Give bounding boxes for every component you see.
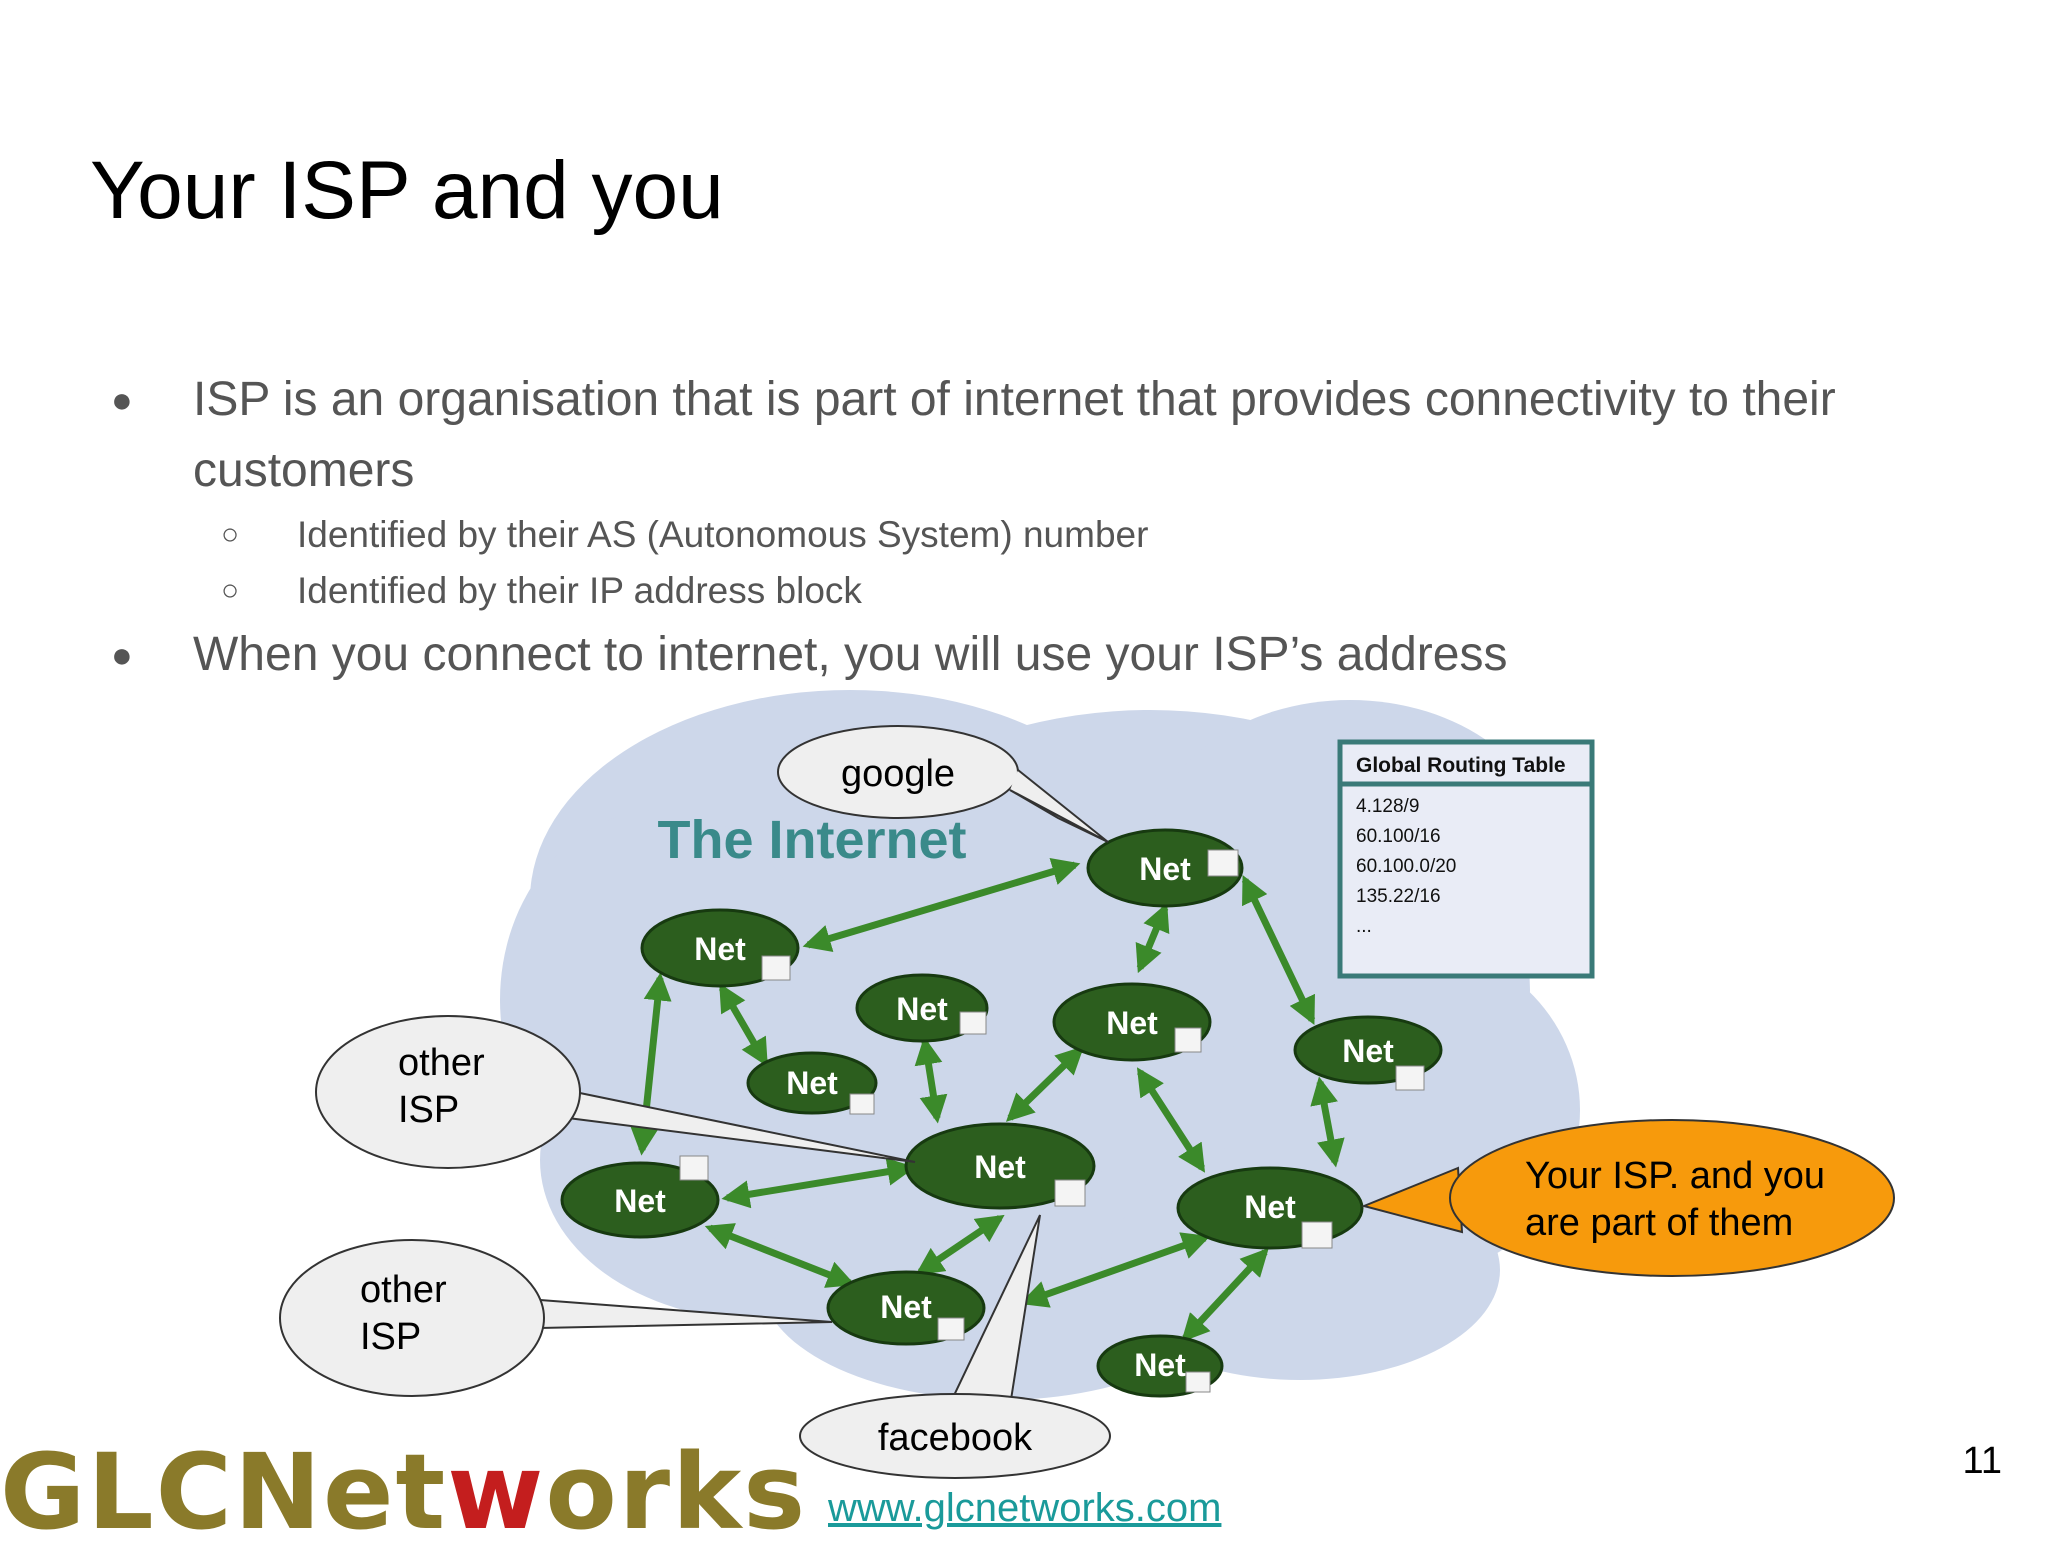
svg-text:Net: Net — [880, 1289, 932, 1325]
callout-facebook: facebook — [799, 1214, 1111, 1479]
connections — [630, 858, 1345, 1343]
link-n3-n8 — [914, 1036, 948, 1124]
svg-text:Net: Net — [1244, 1189, 1296, 1225]
link-n7-n9 — [1310, 1076, 1345, 1168]
cloud-title: The Internet — [657, 810, 966, 870]
global-routing-table: Global Routing Table 4.128/9 60.100/16 6… — [1337, 739, 1595, 979]
subbullet-marker: ○ — [221, 518, 240, 551]
bullet-isp-definition: ● ISP is an organisation that is part of… — [111, 365, 1836, 435]
link-n2-n4 — [718, 983, 769, 1067]
link-n10-n9 — [1019, 1232, 1211, 1308]
routing-entry: 4.128/9 — [1356, 796, 1419, 817]
routing-entry: 60.100/16 — [1356, 826, 1441, 847]
callout-facebook-label: facebook — [878, 1417, 1033, 1459]
svg-text:Net: Net — [1134, 1347, 1186, 1383]
routing-entry: 135.22/16 — [1356, 886, 1441, 907]
link-n5-n10 — [704, 1223, 856, 1288]
routing-entry: ... — [1356, 916, 1372, 937]
link-n9-n11 — [1181, 1247, 1269, 1343]
callout-your-isp: Your ISP. and you are part of them — [1360, 1119, 1895, 1277]
net-node: Net — [640, 908, 800, 988]
callout-other-isp-line1: other — [398, 1042, 485, 1084]
svg-text:Net: Net — [1342, 1033, 1394, 1069]
net-node: Net — [1052, 982, 1212, 1062]
callout-google: google — [777, 725, 1109, 843]
svg-text:Net: Net — [614, 1183, 666, 1219]
link-n8-n10 — [915, 1214, 1005, 1276]
net-node: Net — [746, 1051, 878, 1115]
callout-other-isp-2: other ISP — [279, 1239, 833, 1397]
routing-entry: 60.100.0/20 — [1356, 856, 1456, 877]
bullet-text: When you connect to internet, you will u… — [193, 628, 1508, 681]
routing-table-title: Global Routing Table — [1356, 754, 1566, 777]
bullet-isp-definition-cont: customers — [193, 436, 414, 506]
callout-your-isp-line2: are part of them — [1525, 1202, 1793, 1244]
net-node: Net — [1293, 1015, 1443, 1091]
callout-your-isp-line1: Your ISP. and you — [1525, 1155, 1825, 1197]
net-node: Net — [855, 973, 989, 1043]
subbullet-text: Identified by their AS (Autonomous Syste… — [297, 514, 1149, 555]
net-node: Net — [1096, 1334, 1224, 1398]
callout-other-isp-line2: ISP — [398, 1089, 459, 1131]
subbullet-marker: ○ — [221, 574, 240, 607]
bullet-marker: ● — [111, 634, 133, 675]
logo-text-accent: w — [447, 1431, 546, 1553]
slide-title: Your ISP and you — [90, 145, 724, 236]
svg-text:Net: Net — [694, 931, 746, 967]
website-link[interactable]: www.glcnetworks.com — [828, 1486, 1222, 1530]
svg-text:Net: Net — [974, 1149, 1026, 1185]
network-nodes: Net Net Net Net Net Net — [560, 828, 1443, 1398]
svg-text:Net: Net — [1139, 851, 1191, 887]
link-n1-n6 — [1135, 902, 1170, 974]
net-node: Net — [826, 1270, 986, 1346]
link-n1-n7 — [1241, 874, 1316, 1026]
subbullet-ip-block: ○ Identified by their IP address block — [221, 566, 862, 616]
link-n6-n8 — [1005, 1046, 1085, 1122]
net-node: Net — [904, 1122, 1096, 1210]
page-number: 11 — [1962, 1440, 2002, 1482]
link-n6-n9 — [1136, 1067, 1206, 1173]
glcnetworks-logo: GLCNetworks — [0, 1440, 807, 1544]
callout-other-isp-line1: other — [360, 1269, 447, 1311]
callout-other-isp-line2: ISP — [360, 1316, 421, 1358]
net-node: Net — [1176, 1166, 1364, 1250]
svg-text:Net: Net — [1106, 1005, 1158, 1041]
bullet-text: ISP is an organisation that is part of i… — [193, 373, 1836, 426]
subbullet-text: Identified by their IP address block — [297, 570, 862, 611]
callout-other-isp-1: other ISP — [315, 1015, 916, 1169]
svg-text:Net: Net — [786, 1065, 838, 1101]
net-node: Net — [1086, 828, 1244, 908]
logo-text: GLCNet — [0, 1431, 448, 1553]
net-node: Net — [560, 1155, 720, 1239]
link-n2-n1 — [802, 858, 1081, 952]
bullet-connect-internet: ● When you connect to internet, you will… — [111, 620, 1508, 690]
callout-google-label: google — [841, 753, 955, 795]
link-n5-n8 — [721, 1157, 916, 1209]
subbullet-as-number: ○ Identified by their AS (Autonomous Sys… — [221, 510, 1149, 560]
bullet-marker: ● — [111, 379, 133, 420]
logo-text: orks — [545, 1431, 808, 1553]
svg-text:Net: Net — [896, 991, 948, 1027]
bullet-text: customers — [193, 444, 415, 497]
